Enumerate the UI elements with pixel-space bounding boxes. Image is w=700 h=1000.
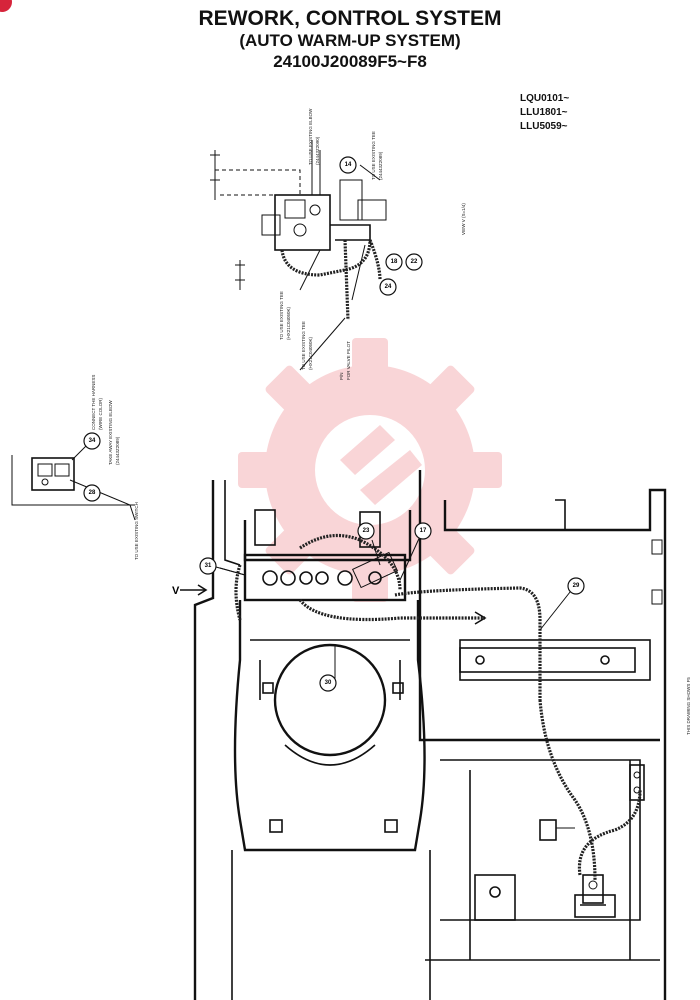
svg-text:(24443Z2090): (24443Z2090) <box>315 136 320 165</box>
title-main: REWORK, CONTROL SYSTEM <box>198 7 502 30</box>
callout-22: 22 <box>405 253 423 271</box>
corner-badge <box>0 0 12 12</box>
svg-text:TAKE AWAY EXISTING ELBOW: TAKE AWAY EXISTING ELBOW <box>108 400 113 465</box>
svg-text:(WIRE COLOR): (WIRE COLOR) <box>98 397 103 430</box>
serial-range-1: LQU0101~ <box>520 93 570 104</box>
callout-34-label: 34 <box>89 438 96 444</box>
callout-24-label: 24 <box>385 284 392 290</box>
callout-29-label: 29 <box>573 583 580 589</box>
svg-text:VIEW V (S=1/4): VIEW V (S=1/4) <box>461 203 466 235</box>
svg-text:TO USE EXISTING TEE: TO USE EXISTING TEE <box>279 291 284 340</box>
serial-range-list: LQU0101~ LLU1801~ LLU5059~ <box>520 92 569 134</box>
svg-text:P/N: P/N <box>339 372 344 380</box>
serial-range-2: LLU1801~ <box>520 107 568 118</box>
callout-23-label: 23 <box>363 528 370 534</box>
callout-28: 28 <box>83 484 101 502</box>
svg-text:THIS DRAWING SHOWS F5: THIS DRAWING SHOWS F5 <box>686 677 691 735</box>
svg-text:TO USE EXISTING TEE: TO USE EXISTING TEE <box>371 131 376 180</box>
serial-range-3: LLU5059~ <box>520 121 568 132</box>
callout-31-label: 31 <box>205 563 212 569</box>
view-arrow-label: V <box>172 585 180 597</box>
svg-text:TO USE EXISTING ELBOW: TO USE EXISTING ELBOW <box>308 108 313 165</box>
svg-text:(24443Z2089): (24443Z2089) <box>378 151 383 180</box>
callout-30: 30 <box>319 674 337 692</box>
callout-29: 29 <box>567 577 585 595</box>
callout-17-label: 17 <box>420 528 427 534</box>
svg-text:(HX21C04050K): (HX21C04050K) <box>286 306 291 340</box>
watermark-gear-logo <box>238 338 502 602</box>
svg-text:CONNECT THE HARNESS: CONNECT THE HARNESS <box>91 375 96 430</box>
callout-23: 23 <box>357 522 375 540</box>
callout-30-label: 30 <box>325 680 332 686</box>
callout-18: 18 <box>385 253 403 271</box>
title-sub: (AUTO WARM-UP SYSTEM) <box>239 31 461 51</box>
title-block: REWORK, CONTROL SYSTEM (AUTO WARM-UP SYS… <box>0 6 700 72</box>
callout-22-label: 22 <box>411 259 418 265</box>
svg-text:(HX21C04050K): (HX21C04050K) <box>308 336 313 370</box>
svg-text:(24443Z2089): (24443Z2089) <box>115 436 120 465</box>
svg-text:TO USE EXISTING SWITCH: TO USE EXISTING SWITCH <box>134 502 139 560</box>
callout-31: 31 <box>199 557 217 575</box>
upper-valve-detail: TO USE EXISTING TEE (HX21C04050K) TO USE… <box>210 108 466 380</box>
main-assembly: V THIS DRAWING SHOWS F5 <box>172 470 691 1000</box>
callout-28-label: 28 <box>89 490 96 496</box>
title-part-number: 24100J20089F5~F8 <box>273 51 427 71</box>
callout-18-label: 18 <box>391 259 398 265</box>
callout-17: 17 <box>414 522 432 540</box>
left-switch-detail: CONNECT THE HARNESS (WIRE COLOR) TAKE AW… <box>11 375 139 560</box>
callout-34: 34 <box>83 432 101 450</box>
svg-text:TO USE EXISTING TEE: TO USE EXISTING TEE <box>301 321 306 370</box>
callout-14: 14 <box>339 156 357 174</box>
callout-14-label: 14 <box>345 162 352 168</box>
callout-24: 24 <box>379 278 397 296</box>
svg-text:FOR VALVE PILOT: FOR VALVE PILOT <box>346 341 351 380</box>
